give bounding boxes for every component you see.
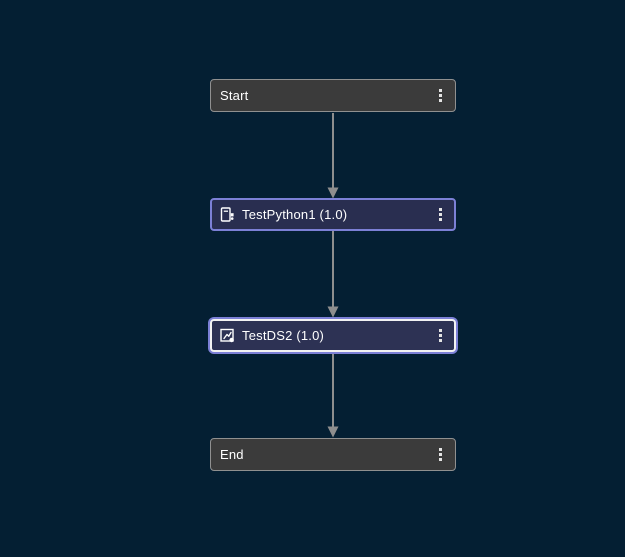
node-label: End: [220, 447, 244, 462]
kebab-dot: [439, 99, 442, 102]
kebab-dot: [439, 339, 442, 342]
kebab-dot: [439, 453, 442, 456]
kebab-menu-icon[interactable]: [434, 204, 447, 225]
kebab-dot: [439, 448, 442, 451]
pipeline-node-start[interactable]: Start: [210, 79, 456, 112]
pipeline-node-testds2[interactable]: TestDS2 (1.0): [210, 319, 456, 352]
kebab-menu-icon[interactable]: [434, 444, 447, 465]
kebab-dot: [439, 329, 442, 332]
kebab-dot: [439, 213, 442, 216]
kebab-dot: [439, 458, 442, 461]
node-label: TestPython1 (1.0): [242, 207, 348, 222]
node-label: Start: [220, 88, 249, 103]
kebab-menu-icon[interactable]: [434, 85, 447, 106]
kebab-dot: [439, 218, 442, 221]
kebab-dot: [439, 89, 442, 92]
edge-testpython1-to-testds2: [327, 231, 339, 318]
kebab-dot: [439, 94, 442, 97]
kebab-menu-icon[interactable]: [434, 325, 447, 346]
node-label: TestDS2 (1.0): [242, 328, 325, 343]
pipeline-node-testpython1[interactable]: TestPython1 (1.0): [210, 198, 456, 231]
script-file-icon: [219, 206, 236, 223]
edge-testds2-to-end: [327, 354, 339, 438]
pipeline-node-end[interactable]: End: [210, 438, 456, 471]
edge-start-to-testpython1: [327, 113, 339, 199]
kebab-dot: [439, 334, 442, 337]
kebab-dot: [439, 208, 442, 211]
experiment-icon: [219, 327, 236, 344]
